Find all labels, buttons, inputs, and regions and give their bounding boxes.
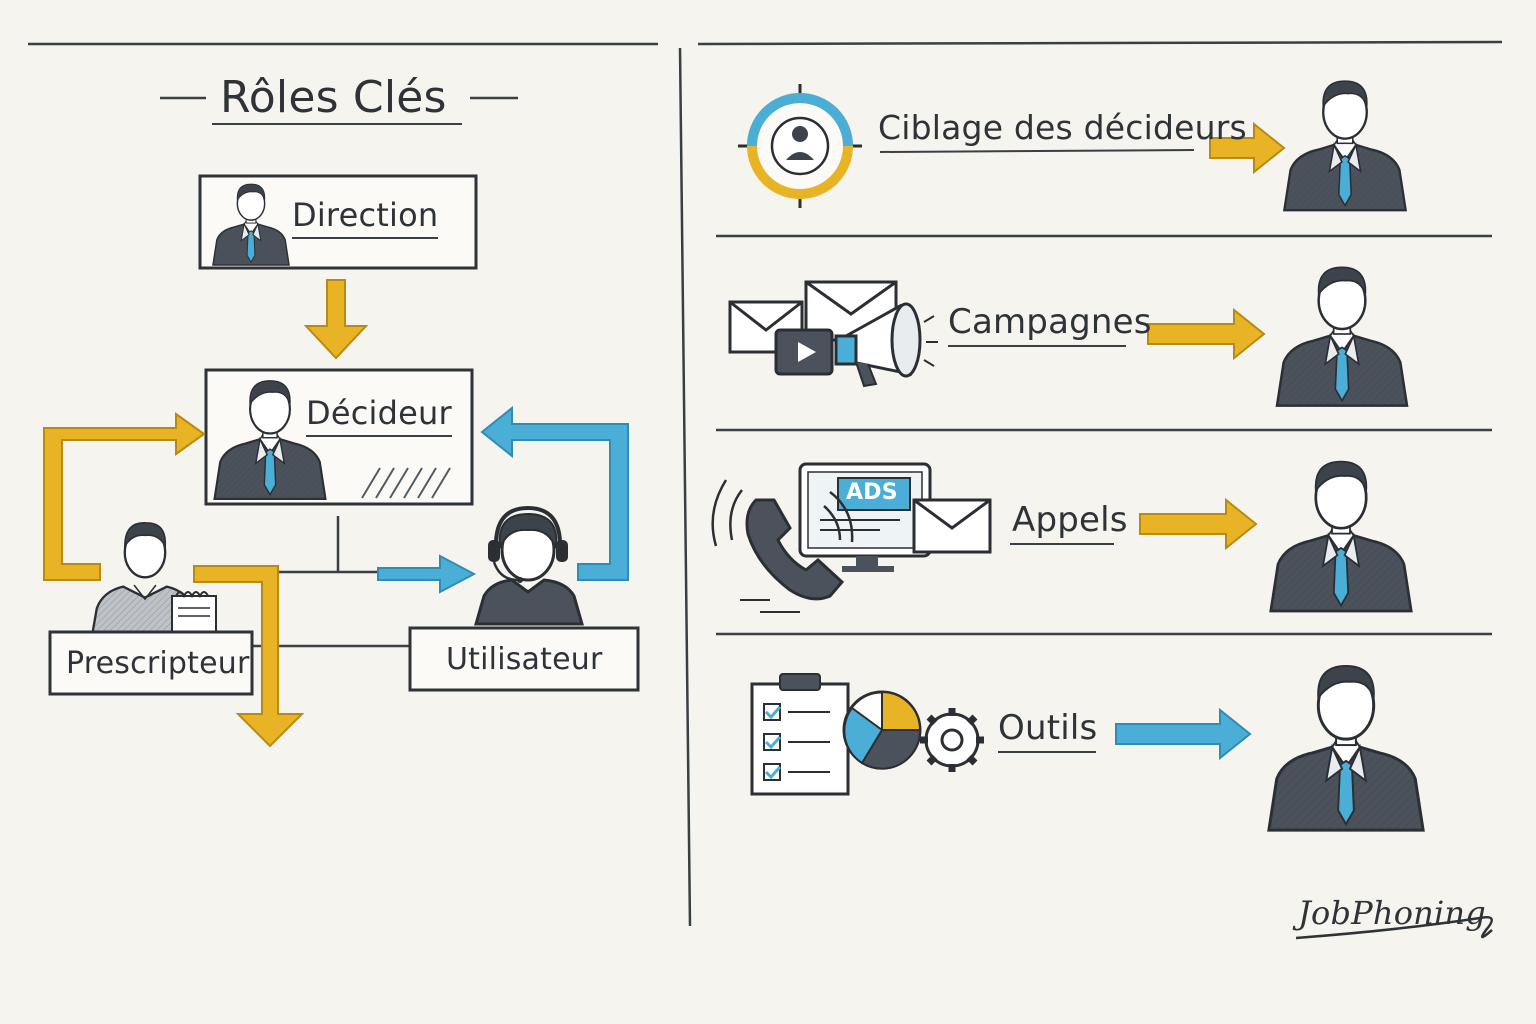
arrow-prescripteur-to-decideur — [43, 412, 206, 581]
gear-icon — [920, 708, 984, 772]
phone-ads-icons — [711, 462, 992, 613]
video-play-icon — [774, 328, 834, 376]
arrow-prescripteur-down — [193, 565, 305, 748]
row-arrow-3 — [1139, 497, 1258, 551]
row-label-appels: Appels — [1012, 500, 1128, 540]
campaign-icons — [728, 280, 938, 388]
headset-icon — [488, 505, 568, 583]
ads-label: ADS — [846, 480, 898, 505]
direction-box — [198, 174, 478, 270]
row-label-campagnes: Campagnes — [948, 302, 1152, 342]
frame-lines — [28, 40, 1503, 927]
diagram-title: Rôles Clés — [220, 72, 447, 123]
arrow-to-utilisateur — [377, 554, 477, 594]
decideur-label: Décideur — [306, 394, 452, 437]
monitor-icon — [798, 462, 932, 572]
row-2-person-icon — [1275, 265, 1409, 408]
title-underline — [212, 120, 462, 125]
brand-logo: JobPhoning — [1298, 894, 1486, 932]
arrow-direction-to-decideur — [303, 279, 369, 360]
utilisateur-box — [408, 626, 640, 692]
decideur-box — [204, 368, 474, 506]
row-label-outils: Outils — [998, 708, 1098, 748]
notepad-icon — [171, 591, 217, 633]
utilisateur-figure — [474, 505, 584, 626]
pie-chart-icon — [842, 690, 922, 770]
prescripteur-box — [48, 630, 254, 696]
row-1-underline — [879, 149, 1195, 153]
megaphone-icon — [834, 302, 938, 388]
arrow-utilisateur-to-decideur — [480, 405, 629, 581]
direction-label: Direction — [292, 196, 439, 239]
brand-flourish — [1295, 916, 1493, 940]
target-icon — [738, 84, 862, 208]
phone-handset-icon — [711, 479, 854, 613]
prescripteur-label: Prescripteur — [66, 646, 250, 681]
row-label-ciblage: Ciblage des décideurs — [878, 108, 1247, 147]
row-arrow-4 — [1115, 707, 1252, 761]
row-arrow-1 — [1209, 121, 1286, 175]
tools-icons — [750, 673, 984, 796]
envelope-icon — [912, 498, 992, 554]
row-arrows — [1115, 121, 1286, 761]
row-1-person-icon — [1282, 79, 1408, 212]
row-arrow-2 — [1147, 307, 1266, 361]
prescripteur-figure — [89, 521, 217, 646]
checklist-icon — [750, 673, 850, 796]
utilisateur-label: Utilisateur — [446, 642, 603, 677]
row-3-person-icon — [1269, 459, 1413, 613]
row-4-person-icon — [1267, 664, 1425, 832]
